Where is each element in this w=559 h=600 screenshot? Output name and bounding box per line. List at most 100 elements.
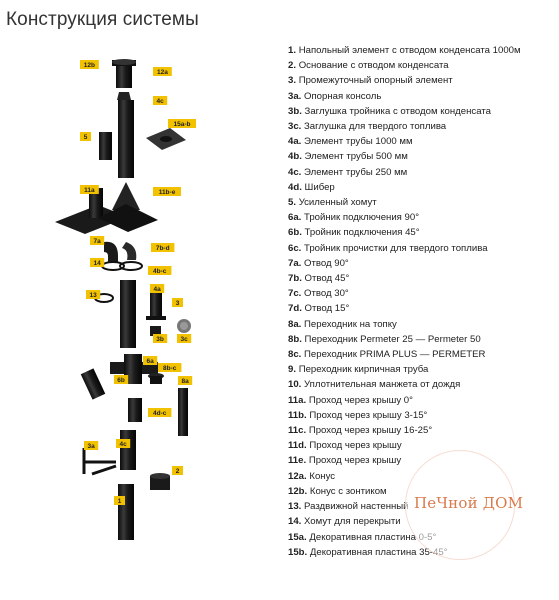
- part-tag-box: [158, 363, 182, 372]
- part-tag-label: 2: [176, 468, 180, 475]
- part-tag: 4b-c: [148, 266, 172, 275]
- legend-item: 1. Напольный элемент с отводом конденсат…: [288, 43, 538, 58]
- legend-item: 6b. Тройник подключения 45°: [288, 225, 558, 240]
- legend-text: Проход через крышу 16-25°: [308, 425, 433, 437]
- page-title: Конструкция системы: [6, 9, 199, 30]
- part-tag: 4d-c: [148, 408, 172, 417]
- legend-number: 6c.: [288, 242, 302, 254]
- part-tag: 14: [90, 258, 105, 267]
- part-tag-label: 6b: [117, 377, 125, 384]
- part-tag: 13: [86, 290, 101, 299]
- part-tag-box: [114, 375, 129, 384]
- legend-text: Отвод 15°: [304, 303, 350, 315]
- part-tag-label: 13: [89, 292, 97, 299]
- legend-text: Тройник подключения 45°: [304, 227, 420, 239]
- legend-number: 5.: [288, 197, 297, 209]
- legend-number: 8a.: [288, 318, 302, 330]
- part-tag-box: [80, 60, 99, 69]
- part-tag-label: 5: [84, 134, 88, 141]
- pipe-lower: [120, 430, 136, 470]
- legend-number: 4d.: [288, 181, 302, 193]
- legend-number: 3c.: [288, 121, 302, 133]
- legend-text: Конус с зонтиком: [309, 485, 387, 497]
- part-tag-box: [153, 187, 181, 196]
- legend-item: 3c. Заглушка для твердого топлива: [288, 119, 558, 134]
- part-tag: 12a: [153, 67, 172, 76]
- legend-text: Шибер: [304, 181, 335, 193]
- support-bracket: [82, 448, 117, 476]
- part-tag-label: 12a: [157, 69, 168, 76]
- pipe-upper: [118, 100, 134, 178]
- part-tag-label: 14: [93, 260, 101, 267]
- cone-with-umbrella: [112, 59, 136, 88]
- part-tag-box: [148, 266, 172, 275]
- legend-text: Переходник Permeter 25 — Permeter 50: [304, 333, 481, 345]
- part-tag-box: [90, 236, 105, 245]
- legend-item: 11e. Проход через крышу: [288, 453, 558, 468]
- legend-number: 1.: [288, 45, 297, 56]
- part-tag: 12b: [80, 60, 99, 69]
- legend-number: 6b.: [288, 227, 302, 239]
- legend-text: Проход через крышу 0°: [308, 394, 413, 406]
- part-tag-box: [114, 496, 125, 505]
- part-tag: 6a: [143, 356, 158, 365]
- legend-item: 4c. Элемент трубы 250 мм: [288, 165, 558, 180]
- legend-item: 7b. Отвод 45°: [288, 271, 558, 286]
- legend-number: 12b.: [288, 485, 308, 497]
- part-tag: 15a-b: [168, 119, 196, 128]
- legend-item: 15a. Декоративная пластина 0-5°: [288, 530, 558, 545]
- part-tag-label: 4c: [119, 441, 127, 448]
- part-tag: 8b-c: [158, 363, 182, 372]
- legend-number: 13.: [288, 501, 302, 513]
- condensate-base: [150, 473, 170, 490]
- legend-item: 15b. Декоративная пластина 35-45°: [288, 545, 558, 560]
- legend-item: 4a. Элемент трубы 1000 мм: [288, 134, 558, 149]
- legend-text: Хомут для перекрыти: [304, 516, 401, 528]
- legend-text: Переходник PRIMA PLUS — PERMETER: [304, 349, 486, 361]
- legend-item: 13. Раздвижной настенный: [288, 499, 558, 514]
- legend-item: 14. Хомут для перекрыти: [288, 514, 558, 529]
- legend-item: 7c. Отвод 30°: [288, 286, 558, 301]
- decorative-plate: [146, 128, 186, 150]
- legend-item: 3b. Заглушка тройника с отводом конденса…: [288, 104, 558, 119]
- elbows: [104, 241, 137, 262]
- legend-text: Заглушка тройника с отводом конденсата: [304, 105, 491, 117]
- part-tag-box: [150, 284, 165, 293]
- legend-number: 3.: [288, 75, 297, 87]
- legend-item: 4b. Элемент трубы 500 мм: [288, 149, 558, 164]
- part-tag-box: [178, 376, 193, 385]
- floor-element: [118, 484, 134, 540]
- legend-text: Переходник на топку: [304, 318, 397, 330]
- watermark-logo: ПеЧной ДОМ: [414, 494, 524, 512]
- legend-text: Отвод 90°: [304, 257, 349, 269]
- legend-item: 8a. Переходник на топку: [288, 317, 558, 332]
- legend-number: 11c.: [288, 425, 307, 437]
- part-tag-box: [153, 96, 168, 105]
- part-tag: 11a: [80, 185, 99, 194]
- part-tag-box: [116, 439, 131, 448]
- legend-text: Напольный элемент с отводом конденсата 1…: [298, 45, 521, 56]
- legend-number: 8b.: [288, 333, 302, 345]
- floor-clamps: [101, 261, 143, 271]
- part-tag: 3b: [153, 334, 168, 343]
- legend-item: 3a. Опорная консоль: [288, 89, 558, 104]
- legend-number: 10.: [288, 379, 302, 391]
- legend-item: 8c. Переходник PRIMA PLUS — PERMETER: [288, 347, 558, 362]
- legend-item: 5. Усиленный хомут: [288, 195, 558, 210]
- part-tag-label: 15a-b: [174, 121, 191, 128]
- part-tag: 7a: [90, 236, 105, 245]
- part-tag-box: [177, 334, 192, 343]
- part-tag-label: 8a: [181, 378, 189, 385]
- legend-text: Переходник кирпичная труба: [298, 364, 429, 376]
- legend-text: Опорная консоль: [304, 90, 382, 102]
- legend-item: 8b. Переходник Permeter 25 — Permeter 50: [288, 332, 558, 347]
- support-element: [146, 290, 166, 320]
- legend-item: 2. Основание с отводом конденсата: [288, 58, 558, 73]
- part-tag-box: [80, 185, 99, 194]
- part-tag: 1: [114, 496, 125, 505]
- legend-item: 11c. Проход через крышу 16-25°: [288, 423, 558, 438]
- damper-pipe: [128, 398, 142, 422]
- legend-number: 2.: [288, 60, 297, 72]
